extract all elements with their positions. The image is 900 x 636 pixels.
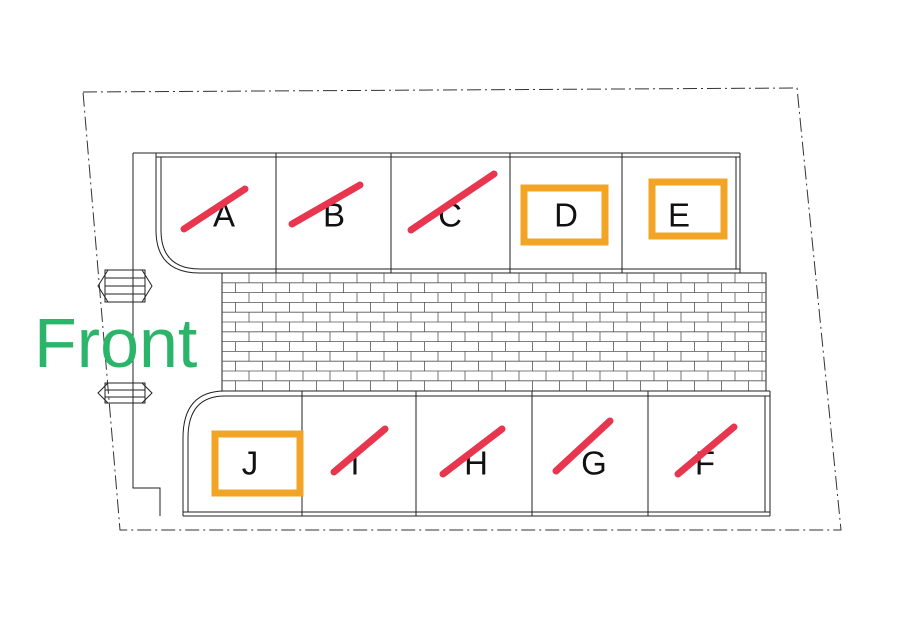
taken-marker-c (407, 170, 498, 234)
bay-label-g[interactable]: G (581, 445, 607, 482)
paved-driveway (221, 272, 767, 392)
entrance-gate-bottom (97, 382, 153, 404)
available-marker-d (520, 184, 609, 246)
taken-marker-f (674, 423, 738, 478)
taken-marker-a (180, 185, 249, 233)
left-wall (132, 152, 161, 516)
taken-marker-h (439, 425, 506, 478)
available-marker-j (211, 430, 304, 497)
bottom-row-block (182, 390, 771, 517)
taken-marker-i (330, 425, 389, 476)
bay-label-d[interactable]: D (554, 197, 578, 234)
taken-marker-b (288, 181, 364, 228)
bay-label-e[interactable]: E (668, 197, 690, 234)
bay-label-j[interactable]: J (242, 445, 259, 482)
front-label: Front (34, 304, 197, 382)
available-marker-e (648, 178, 728, 240)
taken-marker-g (552, 417, 614, 475)
entrance-gate-top (97, 269, 153, 303)
bay-label-i[interactable]: I (350, 445, 359, 482)
top-row-dividers (275, 153, 623, 273)
